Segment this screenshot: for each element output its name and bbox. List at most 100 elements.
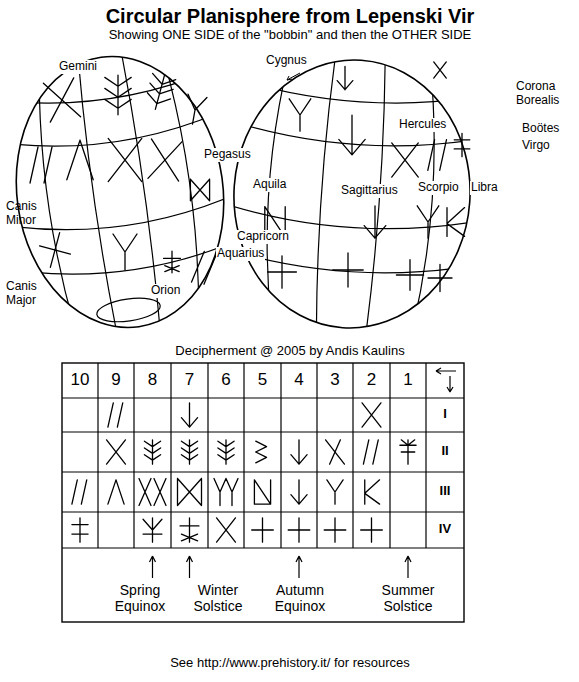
pointer-arrow	[296, 556, 302, 578]
glyph	[268, 256, 297, 288]
glyph	[428, 140, 447, 171]
glyph	[108, 403, 123, 427]
leader-arrow	[287, 73, 300, 80]
constellation-label: Gemini	[58, 60, 98, 74]
glyph	[183, 94, 207, 126]
glyph	[364, 206, 386, 238]
glyph	[365, 480, 380, 504]
grid-line	[0, 70, 214, 114]
glyph	[361, 518, 383, 542]
glyph	[181, 440, 197, 464]
season-label: Spring Equinox	[108, 582, 172, 614]
glyph	[190, 179, 209, 201]
table-rule	[389, 363, 390, 548]
table-rule	[62, 547, 464, 548]
glyph	[218, 440, 234, 464]
table-rule	[425, 363, 426, 548]
glyph	[178, 479, 202, 506]
column-number: 5	[258, 370, 267, 390]
table-rule	[62, 431, 464, 432]
grid-line	[4, 113, 220, 157]
glyph	[67, 140, 93, 180]
planisphere-side	[0, 37, 247, 346]
glyph	[72, 518, 88, 542]
pointer-arrow	[187, 556, 193, 578]
column-number: 3	[330, 370, 339, 390]
glyph	[192, 250, 217, 285]
glyph	[363, 440, 378, 464]
glyph	[43, 78, 80, 122]
grid-line	[312, 53, 336, 331]
glyph	[434, 62, 447, 78]
table-frame	[62, 363, 464, 622]
glyph	[326, 440, 345, 464]
glyph	[144, 440, 160, 464]
table-rule	[62, 397, 464, 398]
glyph	[327, 480, 343, 504]
pointer-arrow	[405, 556, 411, 578]
constellation-label: Cygnus	[266, 54, 307, 68]
season-label: Autumn Equinox	[268, 582, 332, 614]
table-rule	[62, 511, 464, 512]
glyph	[291, 440, 307, 464]
glyph	[105, 75, 131, 115]
table-rule	[280, 363, 281, 548]
column-number: 1	[403, 370, 412, 390]
column-number: 8	[148, 370, 157, 390]
constellation-label: Virgo	[522, 139, 550, 153]
glyph	[164, 251, 181, 273]
glyph	[447, 208, 465, 237]
row-numeral: II	[441, 444, 448, 459]
row-numeral: III	[440, 484, 451, 499]
glyph	[256, 441, 267, 463]
glyph	[107, 440, 126, 464]
constellation-label: Scorpio	[417, 181, 460, 195]
glyph	[392, 143, 419, 177]
direction-arrow	[436, 368, 456, 392]
caption: See http://www.prehistory.it/ for resour…	[170, 656, 410, 671]
glyph	[337, 66, 353, 89]
glyph	[324, 518, 346, 542]
table-rule	[243, 363, 244, 548]
glyph	[139, 479, 166, 506]
constellation-label: Canis Major	[6, 280, 46, 308]
column-number: 6	[221, 370, 230, 390]
glyph	[148, 139, 182, 181]
bottom-cap	[95, 295, 161, 326]
constellation-label: Aquarius	[216, 247, 265, 261]
subtitle: Showing ONE SIDE of the "bobbin" and the…	[109, 28, 472, 43]
glyph	[214, 479, 238, 506]
constellation-label: Sagittarius	[340, 184, 399, 198]
glyph	[428, 265, 452, 292]
glyph	[113, 234, 137, 270]
grid-line	[160, 43, 210, 324]
glyph	[362, 403, 381, 427]
glyph	[144, 72, 176, 113]
column-number: 2	[367, 370, 376, 390]
glyph	[217, 518, 236, 542]
season-label: Winter Solstice	[186, 582, 250, 614]
constellation-label: Aquila	[252, 178, 287, 192]
glyph	[417, 206, 439, 238]
column-number: 10	[71, 370, 90, 390]
glyph	[339, 115, 365, 155]
column-number: 7	[185, 370, 194, 390]
constellation-label: Boötes	[522, 122, 559, 136]
glyph	[454, 133, 470, 156]
table-rule	[97, 363, 98, 548]
table-rule	[133, 363, 134, 548]
table-rule	[352, 363, 353, 548]
glyph	[288, 518, 310, 542]
constellation-label: Orion	[150, 284, 181, 298]
glyph	[291, 480, 307, 504]
glyph	[30, 147, 52, 183]
constellation-label: Capricorn	[236, 230, 290, 244]
grid-line	[236, 79, 482, 110]
glyph	[72, 480, 87, 504]
glyph	[254, 480, 270, 504]
glyph	[400, 440, 416, 464]
glyph	[180, 518, 199, 542]
constellation-label: Pegasus	[203, 148, 252, 162]
